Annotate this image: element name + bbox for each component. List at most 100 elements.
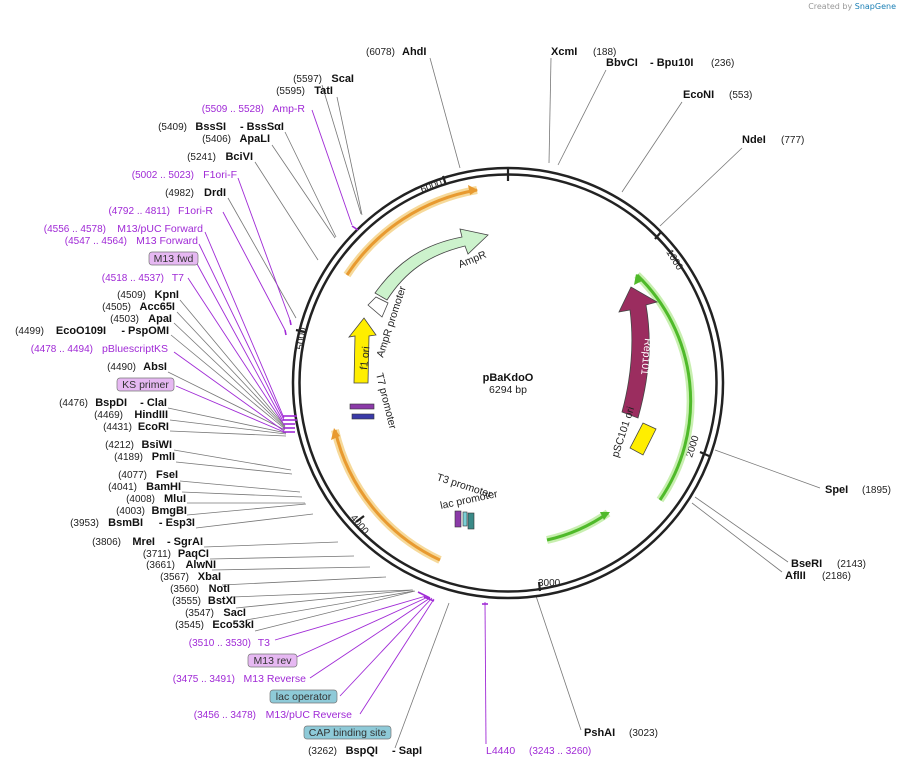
orange-arc-bottom — [333, 429, 441, 562]
ahdi-pos: (6078) — [366, 47, 395, 58]
bseri-name: BseRI — [791, 558, 822, 570]
m13pucr-name: M13/pUC Reverse — [266, 709, 353, 721]
drdi-name: DrdI — [204, 187, 226, 199]
bsmbi-name: BsmBI — [108, 517, 143, 529]
arc-arrowheads — [331, 185, 644, 520]
plasmid-size: 6294 bp — [489, 384, 527, 396]
tick-5000: 5000 — [295, 326, 309, 350]
f1orir-pos: (4792 .. 4811) — [108, 206, 170, 217]
eco53ki-pos: (3545) — [175, 620, 204, 631]
m13r-pos: (3475 .. 3491) — [173, 674, 235, 685]
bbvci-name2: - Bpu10I — [650, 57, 693, 69]
f1-ori-label: f1 ori — [358, 346, 372, 370]
fsei-pos: (4077) — [118, 470, 147, 481]
ampr-primer-pos: (5509 .. 5528) — [202, 104, 264, 115]
xcmi-name: XcmI — [551, 46, 577, 58]
apali-pos: (5406) — [202, 134, 231, 145]
bseri-pos: (2143) — [837, 559, 866, 570]
absi-name: AbsI — [143, 361, 167, 373]
bcivi-name: BciVI — [225, 151, 253, 163]
alwni-name: AlwNI — [185, 559, 216, 571]
bspdi-name: BspDI — [95, 397, 127, 409]
ampr-feature — [374, 228, 489, 301]
f1-ori-feature — [348, 317, 377, 384]
ampr-primer-name: Amp-R — [272, 103, 305, 115]
orange-arc-top — [345, 188, 478, 276]
noti-pos: (3560) — [170, 584, 199, 595]
l4440-pos: (3243 .. 3260) — [529, 746, 591, 757]
primer-leaders — [173, 109, 487, 745]
box-m13fwd: M13 fwd — [148, 251, 199, 266]
kpni-name: KpnI — [155, 289, 179, 301]
apai-pos: (4503) — [110, 314, 139, 325]
ndei-name: NdeI — [742, 134, 766, 146]
ampr-label: AmpR — [457, 249, 489, 271]
bsssi-pos: (5409) — [158, 122, 187, 133]
bsmbi-name2: - Esp3I — [159, 517, 195, 529]
bspqi-name: BspQI — [346, 745, 378, 757]
ecoo109i-name: EcoO109I — [56, 325, 106, 337]
f1orif-pos: (5002 .. 5023) — [132, 170, 194, 181]
bamhi-name: BamHI — [146, 481, 181, 493]
bspqi-pos: (3262) — [308, 746, 337, 757]
psc101-ori-feature — [629, 422, 657, 456]
mrei-name2: - SgrAI — [167, 536, 203, 548]
m13puc-name: M13/pUC Forward — [117, 223, 203, 235]
bsssi-name2: - BssSαI — [240, 121, 284, 133]
aflii-name: AflII — [785, 570, 806, 582]
t3-name: T3 — [258, 637, 270, 649]
t7-promoter-label: T7 promoter — [373, 372, 399, 431]
fsei-name: FseI — [156, 469, 178, 481]
tick-4000: 4000 — [348, 513, 371, 537]
mlui-pos: (4008) — [126, 494, 155, 505]
pshai-name: PshAI — [584, 727, 615, 739]
tick-3000: 3000 — [538, 578, 561, 589]
m13f-pos: (4547 .. 4564) — [65, 236, 127, 247]
rep101-feature — [618, 286, 659, 419]
alwni-pos: (3661) — [146, 560, 175, 571]
tick-marks — [295, 168, 710, 592]
pbluescript-pos: (4478 .. 4494) — [31, 344, 93, 355]
paqci-pos: (3711) — [143, 549, 171, 560]
left-labels-2: (3567) XbaI (3560) NotI (3555) BstXI (35… — [160, 571, 422, 757]
green-arc-bottom-halo — [546, 509, 611, 544]
pmli-pos: (4189) — [114, 452, 143, 463]
mrei-pos: (3806) — [92, 537, 121, 548]
pshai-pos: (3023) — [629, 728, 658, 739]
mrei-name: MreI — [132, 536, 155, 548]
xbai-name: XbaI — [198, 571, 221, 583]
lac-operator-label: lac operator — [276, 691, 332, 703]
box-cap-binding: CAP binding site — [303, 725, 392, 740]
hindiii-pos: (4469) — [94, 410, 123, 421]
bsmbi-pos: (3953) — [70, 518, 99, 529]
scai-pos: (5597) — [293, 74, 322, 85]
paqci-name: PaqCI — [178, 548, 209, 560]
bstxi-pos: (3555) — [172, 596, 201, 607]
box-lac-operator: lac operator — [269, 689, 338, 704]
plasmid-name: pBaKdoO — [483, 372, 534, 384]
orange-arc-bottom-halo — [331, 429, 442, 564]
noti-name: NotI — [209, 583, 230, 595]
m13r-name: M13 Reverse — [244, 673, 307, 685]
bmgbi-name: BmgBI — [152, 505, 187, 517]
ks-primer-label: KS primer — [122, 379, 169, 391]
kpni-pos: (4509) — [117, 290, 146, 301]
cap-binding-label: CAP binding site — [309, 727, 387, 739]
feature-arcs — [331, 186, 695, 564]
m13rev-label: M13 rev — [254, 655, 293, 667]
primer-marks — [283, 225, 488, 605]
econi-name: EcoNI — [683, 89, 714, 101]
bsiwi-pos: (4212) — [105, 440, 134, 451]
t7-name: T7 — [172, 272, 184, 284]
snapgene-credit: Created by SnapGene — [808, 2, 896, 11]
acc65i-name: Acc65I — [140, 301, 175, 313]
bamhi-pos: (4041) — [108, 482, 137, 493]
econi-pos: (553) — [729, 90, 752, 101]
ampr-promoter-feature — [367, 296, 389, 318]
bsssi-name: BssSI — [195, 121, 226, 133]
tati-name: TatI — [314, 85, 333, 97]
green-arc-right — [635, 273, 693, 501]
bbvci-pos: (236) — [711, 58, 734, 69]
f1orif-name: F1ori-F — [203, 169, 237, 181]
